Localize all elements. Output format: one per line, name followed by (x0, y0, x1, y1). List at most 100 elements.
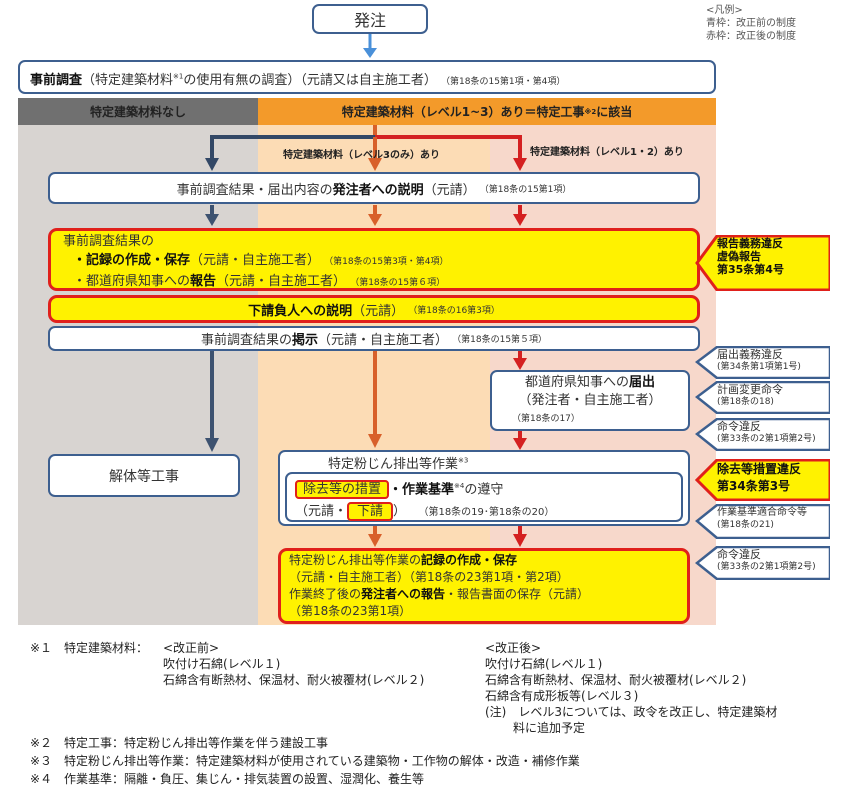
after-item: 石綿含有断熱材、保温材、耐火被覆材(レベル２) (485, 673, 747, 687)
sub-post: （元請） (352, 303, 405, 319)
penalty-ref: 第34条第3号 (717, 479, 791, 493)
note3: ※３ 特定粉じん排出等作業：特定建築材料が使用されている建築物・工作物の解体・改… (30, 754, 580, 768)
arrow-branch-none (210, 135, 375, 160)
final-line3-pre: 作業終了後の (289, 587, 362, 601)
footnote-mark: ※1 (173, 72, 184, 81)
dust-inner-box: 除去等の措置・作業基準※4の遵守 （元請・下請） （第18条の19･第18条の2… (285, 472, 683, 522)
explain-post: （元請） (423, 182, 476, 198)
record-line2-ref: （第18条の15第６項） (350, 278, 446, 288)
work-standard: ・作業基準 (389, 482, 455, 498)
note1-before: <改正前> 吹付け石綿(レベル１) 石綿含有断熱材、保温材、耐火被覆材(レベル２… (163, 640, 424, 688)
final-line3-bold: 発注者への報告 (361, 587, 446, 601)
post-pre: 事前調査結果の (200, 333, 292, 348)
final-line2: （元請・自主施工者）（第18条の23第1項・第2項） (289, 570, 569, 584)
survey-box: 事前調査（特定建築材料※1の使用有無の調査）（元請又は自主施工者） （第18条の… (18, 60, 716, 94)
penalty-title: 命令違反 (717, 420, 761, 433)
posting-box: 事前調査結果の掲示（元請・自主施工者） （第18条の15第５項） (48, 326, 700, 351)
survey-title: 事前調査 (30, 73, 83, 88)
header-no-material: 特定建築材料なし (18, 98, 258, 125)
legend: <凡例> 青枠：改正前の制度 赤枠：改正後の制度 (706, 4, 796, 43)
survey-text-2: の使用有無の調査）（元請又は自主施工者） (183, 73, 437, 88)
penalty-title: 除去等措置違反 (717, 462, 802, 476)
arrow-branch-level12 (375, 135, 522, 160)
explain-box: 事前調査結果・届出内容の発注者への説明（元請） （第18条の15第1項） (48, 172, 700, 204)
penalty-removal-violation: 除去等措置違反第34条第3号 (695, 459, 830, 501)
final-line1-pre: 特定粉じん排出等作業の (289, 553, 422, 567)
arrow-order-to-survey (363, 34, 377, 58)
notify-pre: 都道府県知事への (524, 375, 629, 390)
note2: ※２ 特定工事：特定粉じん排出等作業を伴う建設工事 (30, 736, 329, 750)
sub-ref: （第18条の16第3項） (408, 305, 500, 316)
penalty-ref: (第33条の2第1項第2号) (717, 434, 816, 444)
legend-blue: 青枠：改正前の制度 (706, 18, 796, 29)
post-ref: （第18条の15第５項） (452, 335, 548, 345)
after-title: <改正後> (485, 641, 542, 655)
penalty-standard-order: 作業基準適合命令等 (第18条の21) (695, 504, 830, 539)
penalty-title: 届出義務違反 (717, 348, 783, 361)
subcontractor-box: 下請負人への説明（元請） （第18条の16第3項） (48, 295, 700, 323)
survey-text: （特定建築材料 (82, 73, 174, 88)
after-note: (注) レベル3については、政令を改正し、特定建築材 (485, 705, 778, 719)
record-line2-bold: 報告 (190, 274, 217, 289)
penalty-notify-violation: 届出義務違反(第34条第1項第1号) (695, 346, 830, 379)
arrows-row4 (368, 526, 527, 547)
penalty-ref: (第18条の21) (717, 520, 774, 530)
column-none-bg (18, 125, 258, 625)
post-bold: 掲示 (291, 333, 318, 348)
dust-line2: （元請・ (295, 504, 348, 520)
dust-work-box: 特定粉じん排出等作業※3 除去等の措置・作業基準※4の遵守 （元請・下請） （第… (278, 450, 690, 526)
penalty-title-2: 虚偽報告 (717, 250, 761, 263)
notify-box: 都道府県知事への届出 （発注者・自主施工者） （第18条の17） (490, 370, 690, 431)
sub-bold: 下請負人への説明 (248, 303, 353, 319)
before-item: 吹付け石綿(レベル１) (163, 657, 281, 671)
arrows-row3 (205, 351, 527, 452)
order-box: 発注 (312, 4, 428, 34)
footnote-mark: ※2 (584, 107, 597, 116)
record-line1: （元請・自主施工者） (190, 253, 321, 268)
penalty-report-violation: 報告義務違反虚偽報告第35条第4号 (695, 235, 830, 291)
note1-after: <改正後> 吹付け石綿(レベル１) 石綿含有断熱材、保温材、耐火被覆材(レベル２… (485, 640, 777, 736)
demolition-box: 解体等工事 (48, 454, 240, 497)
explain-ref: （第18条の15第1項） (479, 184, 572, 195)
after-item: 吹付け石綿(レベル１) (485, 657, 603, 671)
penalty-title: 命令違反 (717, 548, 761, 561)
subcontract-label: 下請 (347, 502, 394, 522)
footnote-mark: ※4 (454, 482, 465, 490)
notify-ref: （第18条の17） (512, 414, 580, 424)
record-line2-pre: ・都道府県知事への (73, 274, 191, 289)
after-item: 石綿含有成形板等(レベル３) (485, 689, 639, 703)
arrows-row2 (205, 205, 527, 226)
notify-bold: 届出 (629, 375, 656, 390)
record-line1-ref: （第18条の15第3項・第4項） (324, 257, 449, 267)
legend-red: 赤枠：改正後の制度 (706, 31, 796, 42)
dust-ref: （第18条の19･第18条の20） (418, 507, 555, 519)
compliance: の遵守 (464, 482, 504, 498)
final-line3-post: ・報告書面の保存（元請） (445, 587, 590, 601)
dust-line2-end: ） (393, 504, 407, 520)
survey-ref: （第18条の15第1項・第4項） (441, 77, 566, 87)
penalty-title: 作業基準適合命令等 (717, 507, 807, 518)
record-line1-bold: ・記録の作成・保存 (73, 253, 191, 268)
final-line4: （第18条の23第1項） (289, 604, 412, 618)
dust-title: 特定粉じん排出等作業 (328, 457, 459, 472)
penalty-plan-change: 計画変更命令(第18条の18) (695, 381, 830, 414)
header-text: 特定建築材料（レベル1~3）あり＝特定工事 (341, 105, 585, 119)
after-note-2: 料に追加予定 (513, 721, 586, 735)
branch-label-level12: 特定建築材料（レベル1・2）あり (530, 147, 684, 158)
penalty-ref: (第34条第1項第1号) (717, 362, 801, 372)
record-title: 事前調査結果の (63, 234, 155, 249)
note4: ※４ 作業基準：隔離・負圧、集じん・排気装置の設置、湿潤化、養生等 (30, 772, 425, 786)
penalty-ref: (第18条の18) (717, 397, 774, 407)
explain-pre: 事前調査結果・届出内容の (176, 182, 333, 198)
explain-bold: 発注者への説明 (332, 182, 424, 198)
final-line1-bold: 記録の作成・保存 (421, 553, 518, 567)
removal-measures-label: 除去等の措置 (295, 480, 390, 500)
post-post: （元請・自主施工者） (317, 333, 448, 348)
note1-label: ※１ 特定建築材料： (30, 641, 149, 655)
notify-line2: （発注者・自主施工者） (518, 393, 662, 408)
before-title: <改正前> (163, 641, 220, 655)
record-line2: （元請・自主施工者） (216, 274, 347, 289)
penalty-title: 報告義務違反 (717, 237, 783, 250)
final-record-box: 特定粉じん排出等作業の記録の作成・保存 （元請・自主施工者）（第18条の23第1… (278, 548, 690, 624)
before-item: 石綿含有断熱材、保温材、耐火被覆材(レベル２) (163, 673, 425, 687)
